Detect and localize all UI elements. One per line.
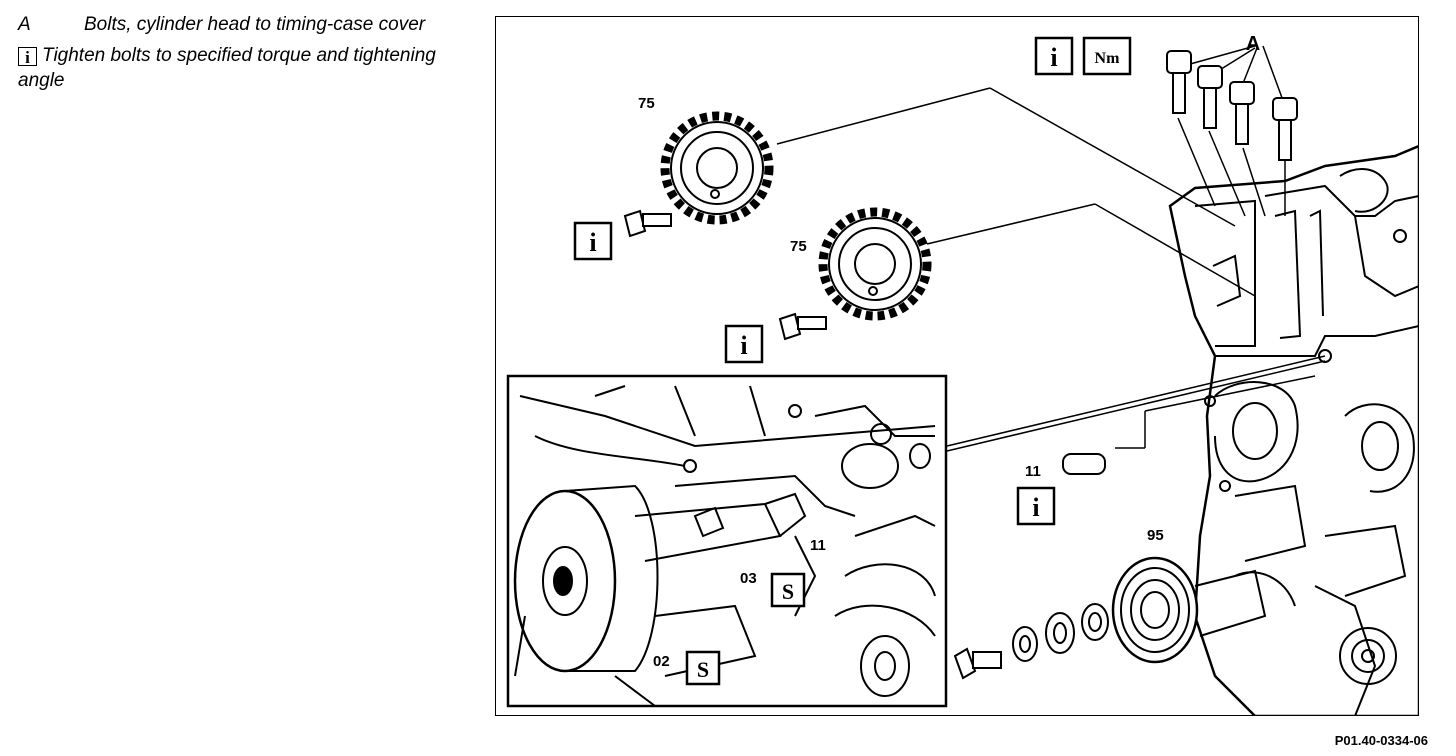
info-icon-sprocket-lower: i — [724, 324, 764, 364]
callout-pulley: 95 — [1147, 527, 1164, 544]
svg-text:i: i — [589, 228, 596, 257]
symbol-boxes: i Nm i i i S S — [573, 36, 1132, 686]
callout-bolts: A — [1246, 33, 1260, 55]
legend-info-text: Tighten bolts to specified torque and ti… — [18, 45, 436, 91]
callout-pin: 11 — [1025, 463, 1041, 480]
legend-letter: A — [18, 14, 31, 35]
callout-tool-upper: 03 — [740, 570, 757, 587]
svg-text:S: S — [782, 579, 794, 604]
info-icon-pin: i — [1016, 486, 1056, 526]
engine-block — [1168, 144, 1419, 716]
svg-text:i: i — [1050, 43, 1057, 72]
info-icon: i — [18, 47, 37, 67]
crankshaft-pulley-group — [953, 556, 1267, 680]
special-tool-icon-lower: S — [685, 650, 721, 686]
legend-item-a: A Bolts, cylinder head to timing-case co… — [18, 12, 458, 37]
detail-inset — [506, 374, 948, 708]
callout-sprocket-upper: 75 — [638, 95, 655, 112]
camshaft-sprocket-lower — [818, 207, 932, 321]
camshaft-sprocket-upper — [660, 111, 774, 225]
torque-icon: Nm — [1082, 36, 1132, 76]
svg-text:Nm: Nm — [1095, 50, 1121, 67]
cylinder-head-bolts — [1166, 50, 1298, 161]
svg-text:i: i — [1032, 493, 1039, 522]
legend-item-text: Bolts, cylinder head to timing-case cove… — [84, 14, 426, 35]
svg-text:i: i — [740, 331, 747, 360]
dowel-pin — [1062, 453, 1106, 475]
callout-inset-pin: 11 — [810, 537, 826, 554]
callout-tool-lower: 02 — [653, 653, 670, 670]
svg-text:S: S — [697, 657, 709, 682]
sprocket-bolts — [623, 209, 827, 341]
callout-sprocket-lower: 75 — [790, 238, 807, 255]
figure-reference-code: P01.40-0334-06 — [1334, 733, 1428, 748]
legend: A Bolts, cylinder head to timing-case co… — [18, 12, 458, 93]
info-icon-sprocket-upper: i — [573, 221, 613, 261]
special-tool-icon-upper: S — [770, 572, 806, 608]
exploded-view-diagram: A 75 75 11 11 95 03 02 i Nm i i i — [506, 33, 1419, 716]
info-icon-top: i — [1034, 36, 1074, 76]
